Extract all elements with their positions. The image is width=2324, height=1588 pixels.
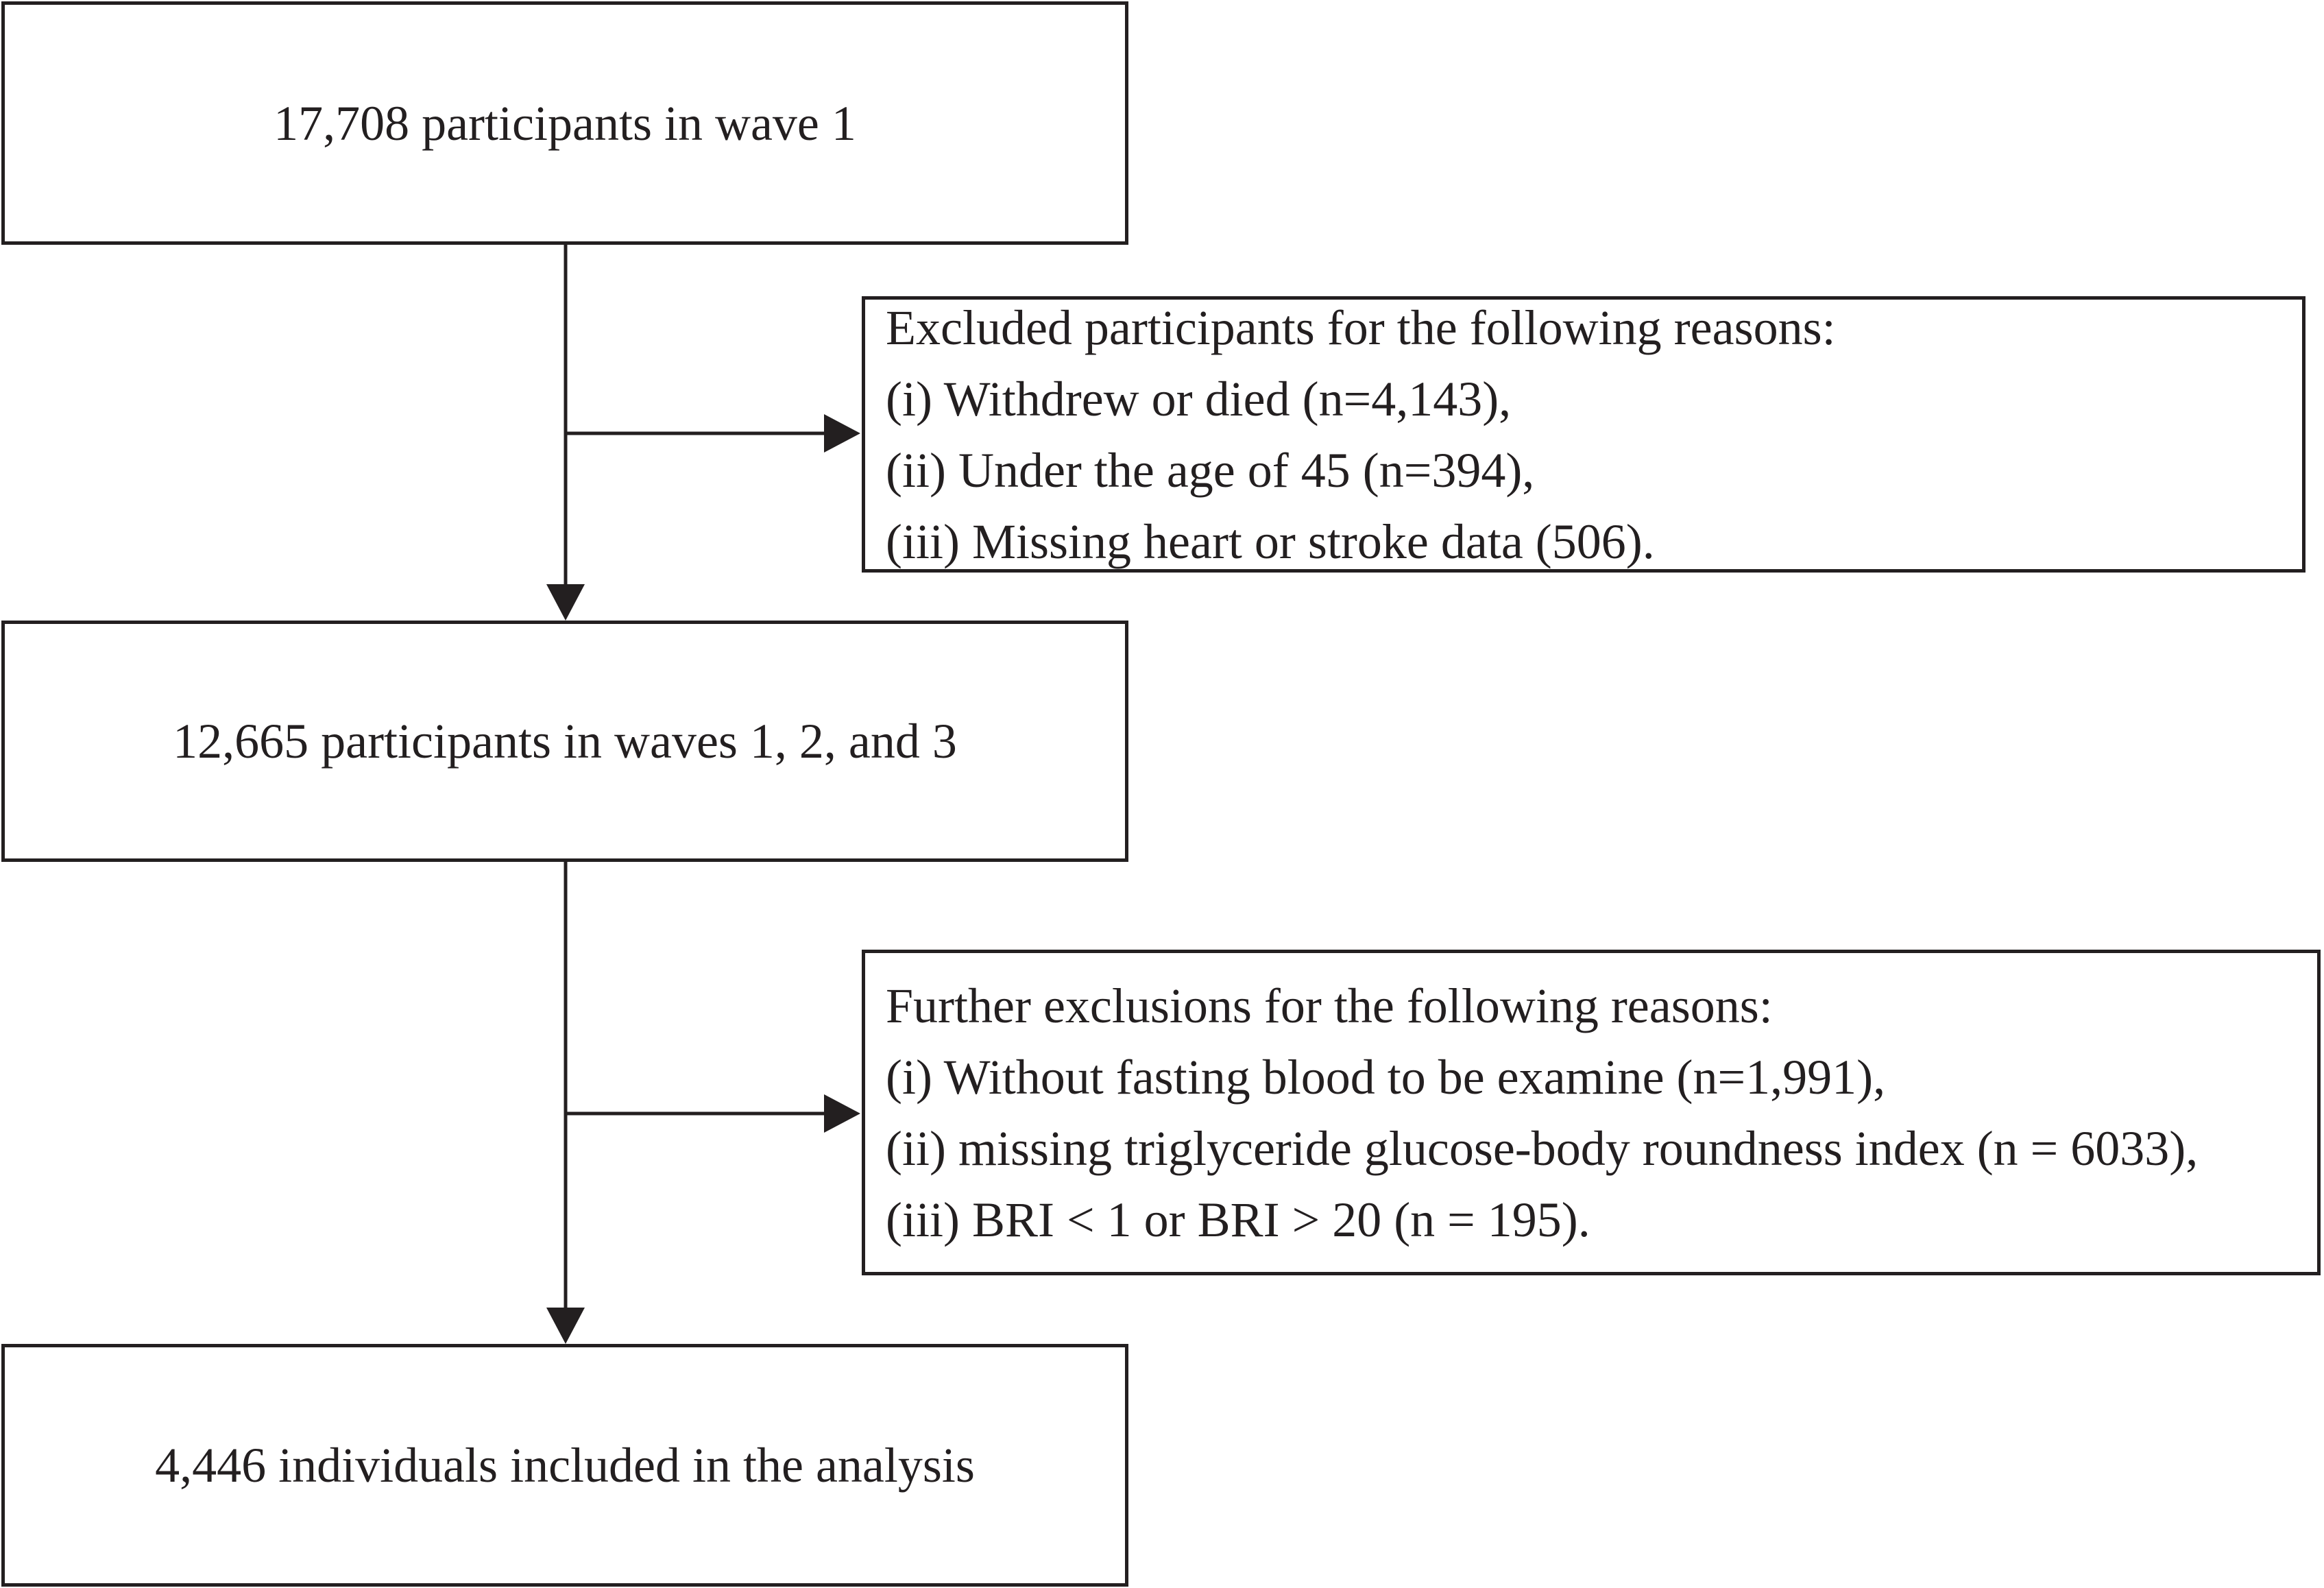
box-final-sample-text: 4,446 individuals included in the analys…	[155, 1438, 975, 1493]
exclusion-2-reason: (i) Without fasting blood to be examine …	[886, 1049, 1886, 1105]
arrowhead-right-1	[824, 414, 860, 453]
flow-box-waves123: 12,665 participants in waves 1, 2, and 3	[1, 621, 1128, 862]
exclusion-box-2: Further exclusions for the following rea…	[862, 950, 2321, 1275]
exclusion-1-reason: (i) Withdrew or died (n=4,143),	[886, 371, 1512, 426]
flow-box-final-sample: 4,446 individuals included in the analys…	[1, 1344, 1128, 1587]
arrowhead-right-2	[824, 1094, 860, 1133]
arrowhead-down-1	[546, 584, 585, 621]
arrowhead-down-2	[546, 1308, 585, 1344]
exclusion-1-reason: (ii) Under the age of 45 (n=394),	[886, 442, 1535, 498]
exclusion-2-reason: (iii) BRI < 1 or BRI > 20 (n = 195).	[886, 1192, 1590, 1247]
exclusion-2-reason: (ii) missing triglyceride glucose-body r…	[886, 1120, 2199, 1176]
exclusion-1-heading: Excluded participants for the following …	[886, 300, 1836, 355]
box-waves123-text: 12,665 participants in waves 1, 2, and 3	[173, 714, 957, 769]
exclusion-box-1: Excluded participants for the following …	[862, 296, 2305, 573]
exclusion-2-heading: Further exclusions for the following rea…	[886, 978, 1773, 1033]
flow-box-wave1: 17,708 participants in wave 1	[1, 1, 1128, 245]
exclusion-1-reason: (iii) Missing heart or stroke data (506)…	[886, 514, 1655, 569]
box-wave1-text: 17,708 participants in wave 1	[274, 95, 856, 151]
